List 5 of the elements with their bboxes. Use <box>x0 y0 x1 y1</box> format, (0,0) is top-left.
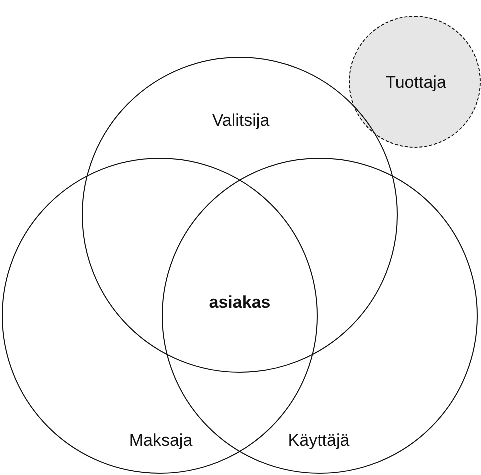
circle-label: Käyttäjä <box>288 431 350 451</box>
circle-label: Tuottaja <box>386 73 446 93</box>
circle-label: Maksaja <box>129 431 193 451</box>
circle-label: Valitsija <box>212 111 270 131</box>
center-label: asiakas <box>209 293 271 313</box>
